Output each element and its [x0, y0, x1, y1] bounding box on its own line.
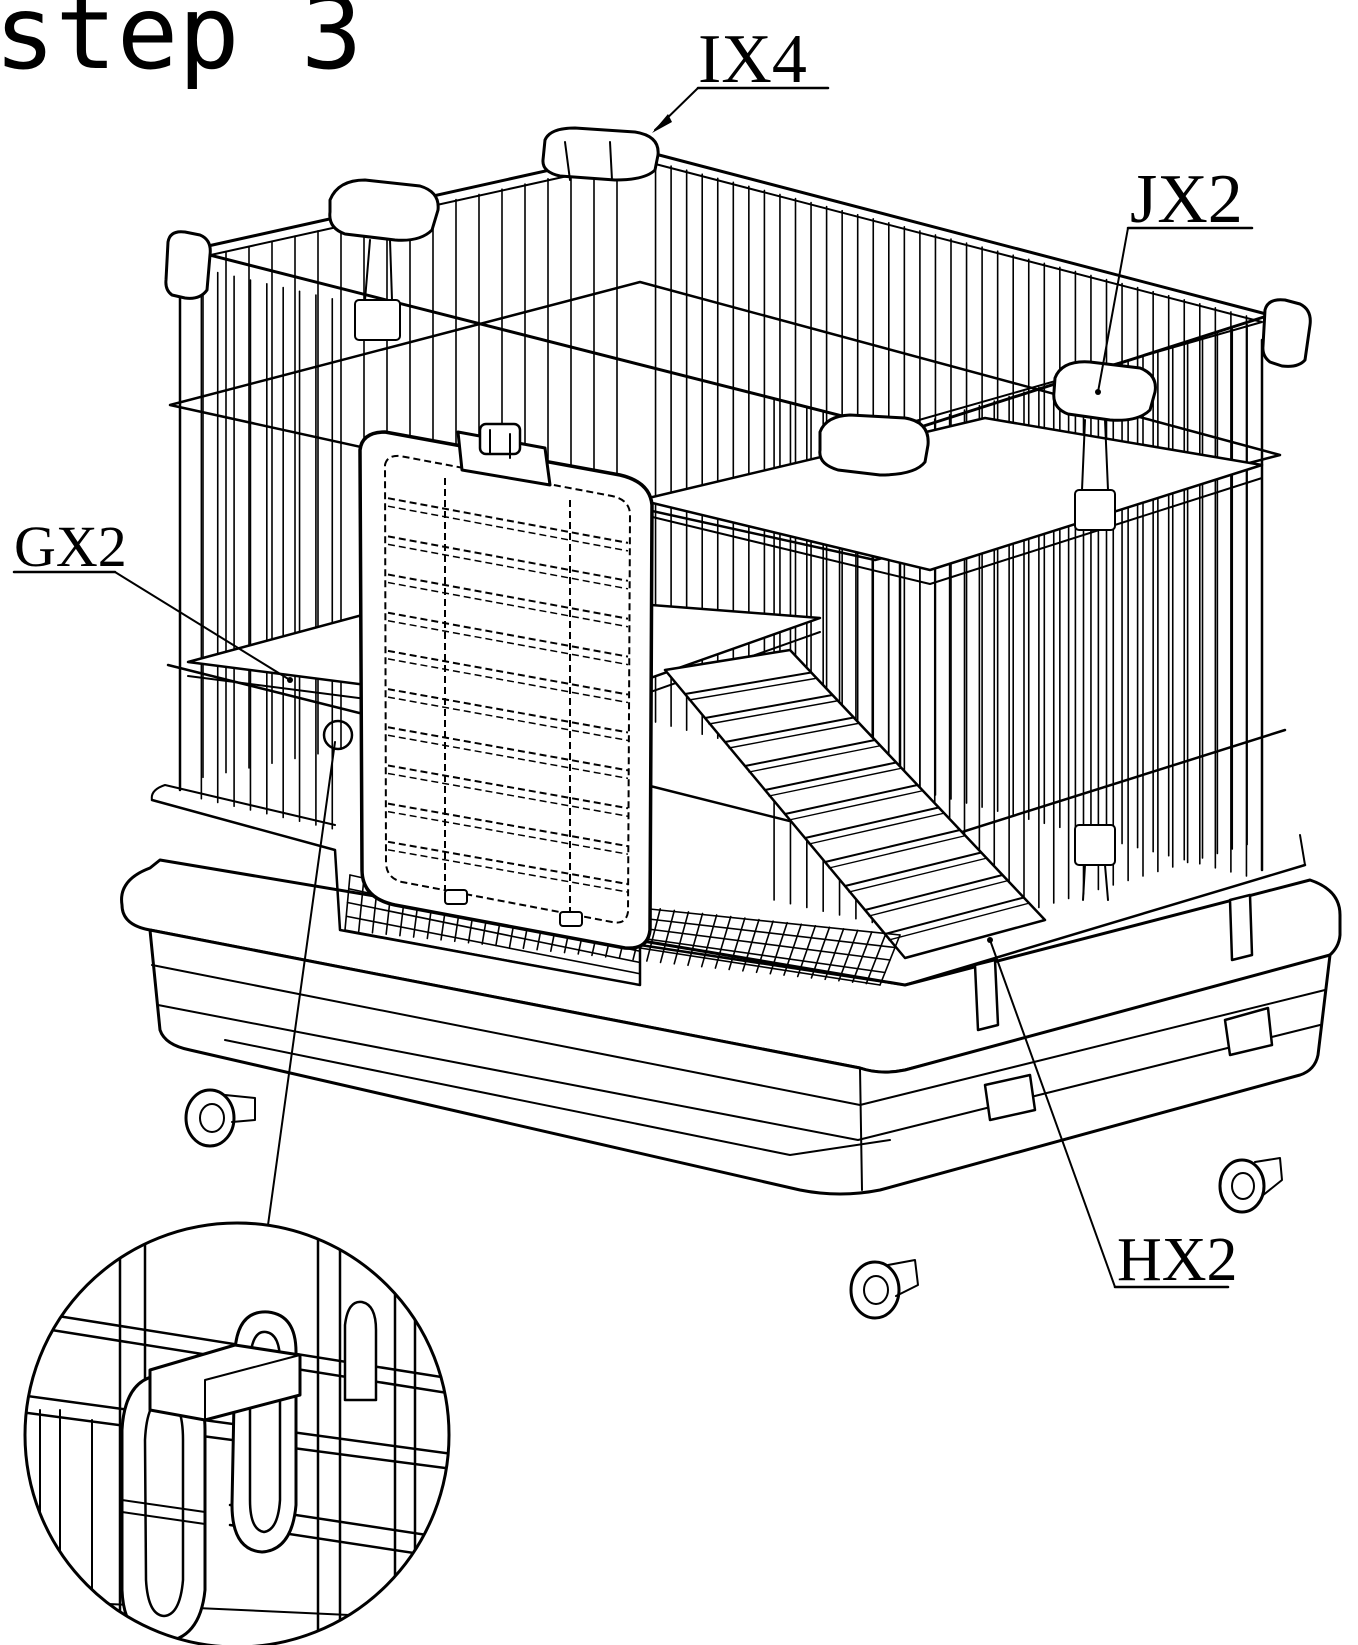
label-jx: JX2 — [1130, 161, 1243, 238]
ramp — [663, 648, 1047, 960]
step-title: step 3 — [0, 0, 362, 93]
wheel-front-left — [184, 1088, 256, 1148]
label-ix: IX4 — [698, 21, 807, 98]
corner-cap-front — [818, 413, 930, 477]
shelf-clip-back-left — [328, 178, 440, 341]
wheel-right — [1218, 1157, 1283, 1214]
tray-latches — [973, 893, 1274, 1122]
corner-cap-left — [164, 230, 212, 300]
callouts — [12, 86, 1254, 1289]
wheel-front-center — [849, 1259, 919, 1320]
cage-door — [358, 422, 654, 950]
wheels — [184, 1088, 1283, 1320]
label-gx: GX2 — [14, 514, 127, 579]
detail-magnifier — [23, 1221, 451, 1645]
label-hx: HX2 — [1117, 1226, 1238, 1294]
hook-location-marker — [322, 719, 354, 751]
corner-cap-back — [541, 126, 660, 182]
corner-cap-right — [1261, 298, 1312, 368]
shelf-clip-lower-right — [1074, 824, 1116, 901]
door-latch — [456, 422, 552, 487]
shelf-clip-right — [1052, 360, 1157, 531]
base-tray — [120, 784, 1342, 1196]
corner-caps — [164, 126, 1312, 1122]
